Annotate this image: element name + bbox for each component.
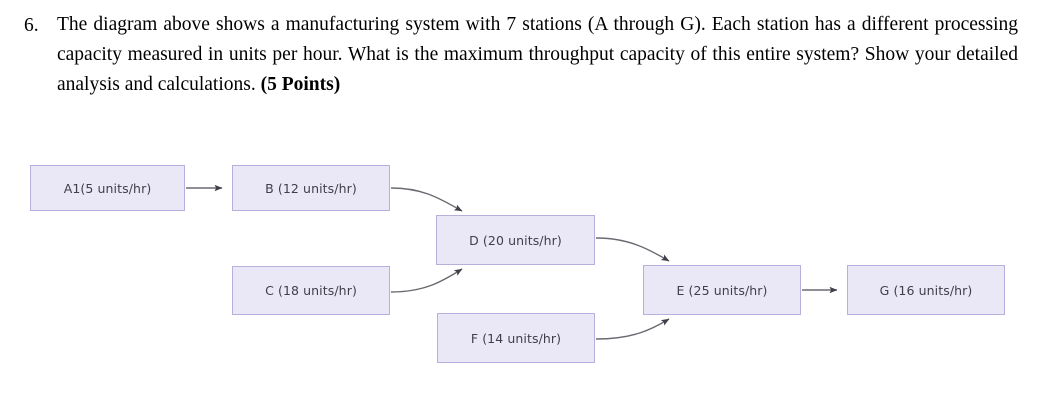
question-text-part-1: (5 Points)	[260, 74, 341, 95]
question-block: 6. The diagram above shows a manufacturi…	[24, 10, 1018, 100]
node-e[interactable]: E (25 units/hr)	[643, 265, 801, 315]
node-b[interactable]: B (12 units/hr)	[232, 165, 390, 211]
edge-d-to-e	[595, 237, 670, 262]
question-text: The diagram above shows a manufacturing …	[57, 10, 1018, 100]
node-d[interactable]: D (20 units/hr)	[436, 215, 595, 265]
edge-c-to-d	[390, 268, 463, 293]
edge-b-to-d	[390, 187, 463, 212]
node-d-label: D (20 units/hr)	[469, 232, 562, 248]
node-e-label: E (25 units/hr)	[676, 282, 768, 298]
node-g-label: G (16 units/hr)	[879, 282, 973, 298]
question-text-part-0: The diagram above shows a manufacturing …	[57, 14, 1018, 95]
node-b-label: B (12 units/hr)	[265, 180, 357, 196]
node-g[interactable]: G (16 units/hr)	[847, 265, 1005, 315]
edge-f-to-e	[595, 318, 670, 340]
node-f[interactable]: F (14 units/hr)	[437, 313, 595, 363]
node-f-label: F (14 units/hr)	[470, 330, 562, 346]
node-c-label: C (18 units/hr)	[265, 283, 357, 298]
question-number: 6.	[24, 15, 39, 36]
node-a[interactable]: A1(5 units/hr)	[30, 165, 185, 211]
node-c[interactable]: C (18 units/hr)	[232, 266, 390, 315]
node-a-label: A1(5 units/hr)	[63, 180, 152, 196]
